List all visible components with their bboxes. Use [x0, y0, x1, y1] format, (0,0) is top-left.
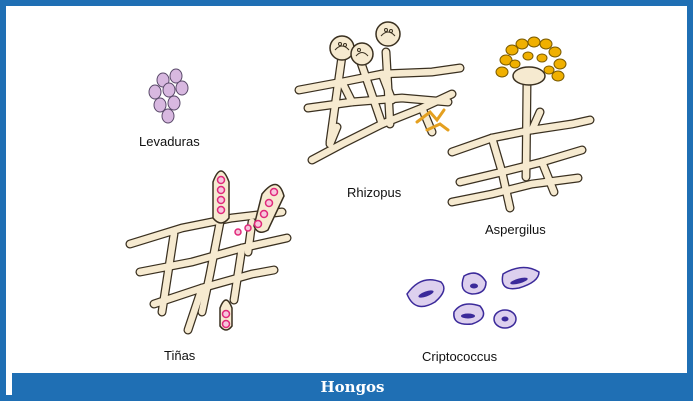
figure-caption: Hongos	[12, 373, 693, 401]
label-levaduras: Levaduras	[139, 134, 200, 149]
aspergilus-vesicle	[513, 67, 545, 85]
label-tinas: Tiñas	[164, 348, 196, 363]
label-criptococcus: Criptococcus	[422, 349, 498, 364]
fungi-illustration: Levaduras	[12, 12, 693, 373]
aspergilus-drawing	[452, 82, 590, 208]
label-aspergilus: Aspergilus	[485, 222, 546, 237]
rhizopus-drawing	[299, 52, 460, 160]
criptococcus-cells	[407, 267, 539, 328]
levaduras-cells	[149, 69, 188, 123]
label-rhizopus: Rhizopus	[347, 185, 402, 200]
